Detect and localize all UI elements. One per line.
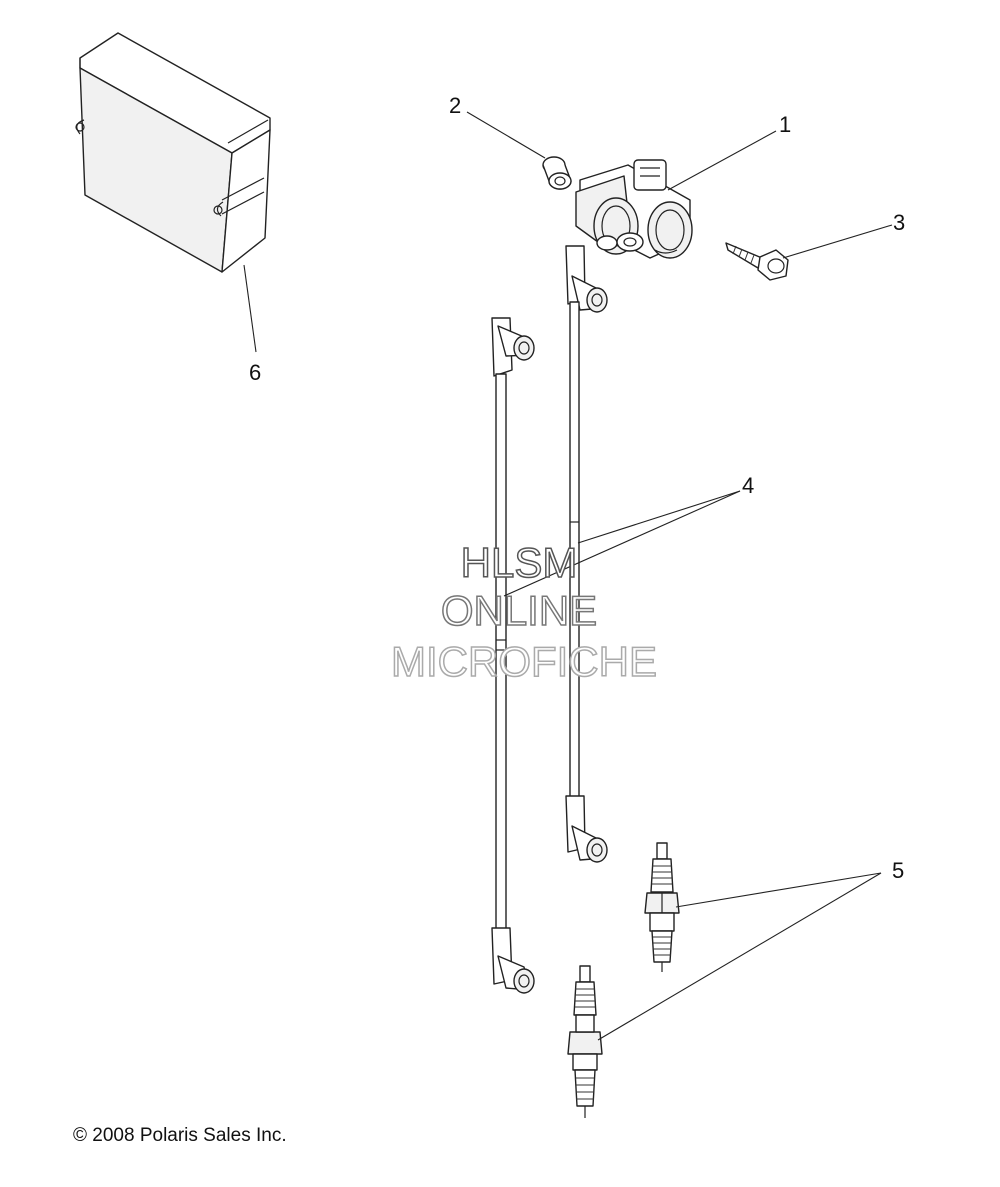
leader-4a bbox=[577, 490, 741, 544]
leader-3 bbox=[782, 224, 893, 259]
leader-4b bbox=[503, 490, 741, 597]
watermark-line-1: HLSM bbox=[461, 539, 578, 586]
spacer-grommet bbox=[542, 156, 572, 190]
leader-6 bbox=[243, 264, 257, 353]
ecu-module bbox=[75, 32, 271, 273]
spark-plug-wire-right bbox=[565, 245, 608, 863]
watermark-line-2: ONLINE bbox=[441, 587, 597, 634]
callout-5: 5 bbox=[892, 858, 904, 883]
callout-4: 4 bbox=[742, 473, 754, 498]
spark-plug-wire-left bbox=[491, 317, 535, 994]
callout-1: 1 bbox=[779, 112, 791, 137]
ignition-coil bbox=[575, 159, 693, 259]
watermark-line-3: MICROFICHE bbox=[391, 638, 657, 685]
callout-2: 2 bbox=[449, 93, 461, 118]
callout-3: 3 bbox=[893, 210, 905, 235]
leader-1 bbox=[667, 130, 777, 191]
copyright-text: © 2008 Polaris Sales Inc. bbox=[73, 1125, 287, 1146]
spark-plug-lower bbox=[567, 965, 603, 1118]
callout-6: 6 bbox=[249, 360, 261, 385]
leader-5b bbox=[597, 872, 882, 1041]
leader-2 bbox=[466, 111, 546, 159]
bolt bbox=[725, 242, 789, 281]
spark-plug-upper bbox=[644, 842, 680, 972]
leader-5a bbox=[675, 872, 882, 908]
